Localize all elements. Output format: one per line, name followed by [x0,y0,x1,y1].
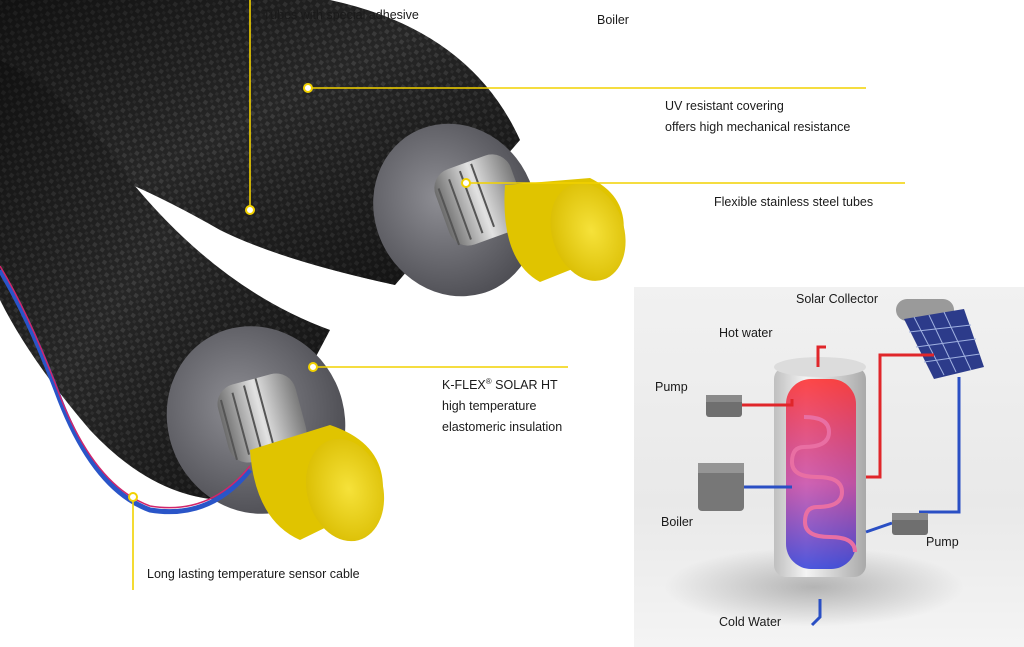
cold-water-inlet-pipe [810,599,822,627]
callout-boiler: Boiler [597,13,629,27]
collector-hot-pipe [866,353,934,479]
solar-system-inset: Solar Collector Hot water Pump Boiler Pu… [634,287,1024,647]
inset-label-solar-collector: Solar Collector [796,292,878,306]
pump-return-pipe [865,521,893,534]
boiler-unit [698,463,744,511]
pump-right-unit [892,513,928,535]
lower-yellow-cap [250,425,385,542]
upper-steel-tube [434,154,526,246]
collector-cold-pipe [919,377,961,514]
kflex-product: SOLAR HT [491,378,558,392]
callout-steel-tubes: Flexible stainless steel tubes [714,195,874,209]
upper-yellow-cap [504,178,626,282]
inset-label-hot-water: Hot water [719,326,773,340]
inset-label-pump-right: Pump [926,535,959,549]
callout-lines [132,0,905,590]
registered-mark: ® [485,376,492,386]
pump-left-unit [706,395,742,417]
callout-tubes-adhesive: Tubes with special adhesive [263,8,419,22]
hot-water-outlet-pipe [816,345,826,367]
solar-panel [896,299,984,379]
callout-kflex-line2: high temperature [442,399,537,413]
inset-label-cold-water: Cold Water [719,615,782,629]
callout-uv-line2: offers high mechanical resistance [665,120,851,134]
storage-tank [774,357,866,577]
callout-uv-line1: UV resistant covering [665,99,784,113]
solar-system-schematic [664,299,984,627]
inset-label-pump-left: Pump [655,380,688,394]
sensor-cable [0,268,252,515]
callout-kflex-line1: K-FLEX® SOLAR HT [442,375,558,395]
callout-dots [128,83,471,502]
inset-label-boiler: Boiler [661,515,693,529]
kflex-brand: K-FLEX [442,378,486,392]
callout-kflex-line3: elastomeric insulation [442,420,563,434]
callout-sensor-cable: Long lasting temperature sensor cable [147,567,360,581]
pump-hot-pipe [734,399,794,407]
